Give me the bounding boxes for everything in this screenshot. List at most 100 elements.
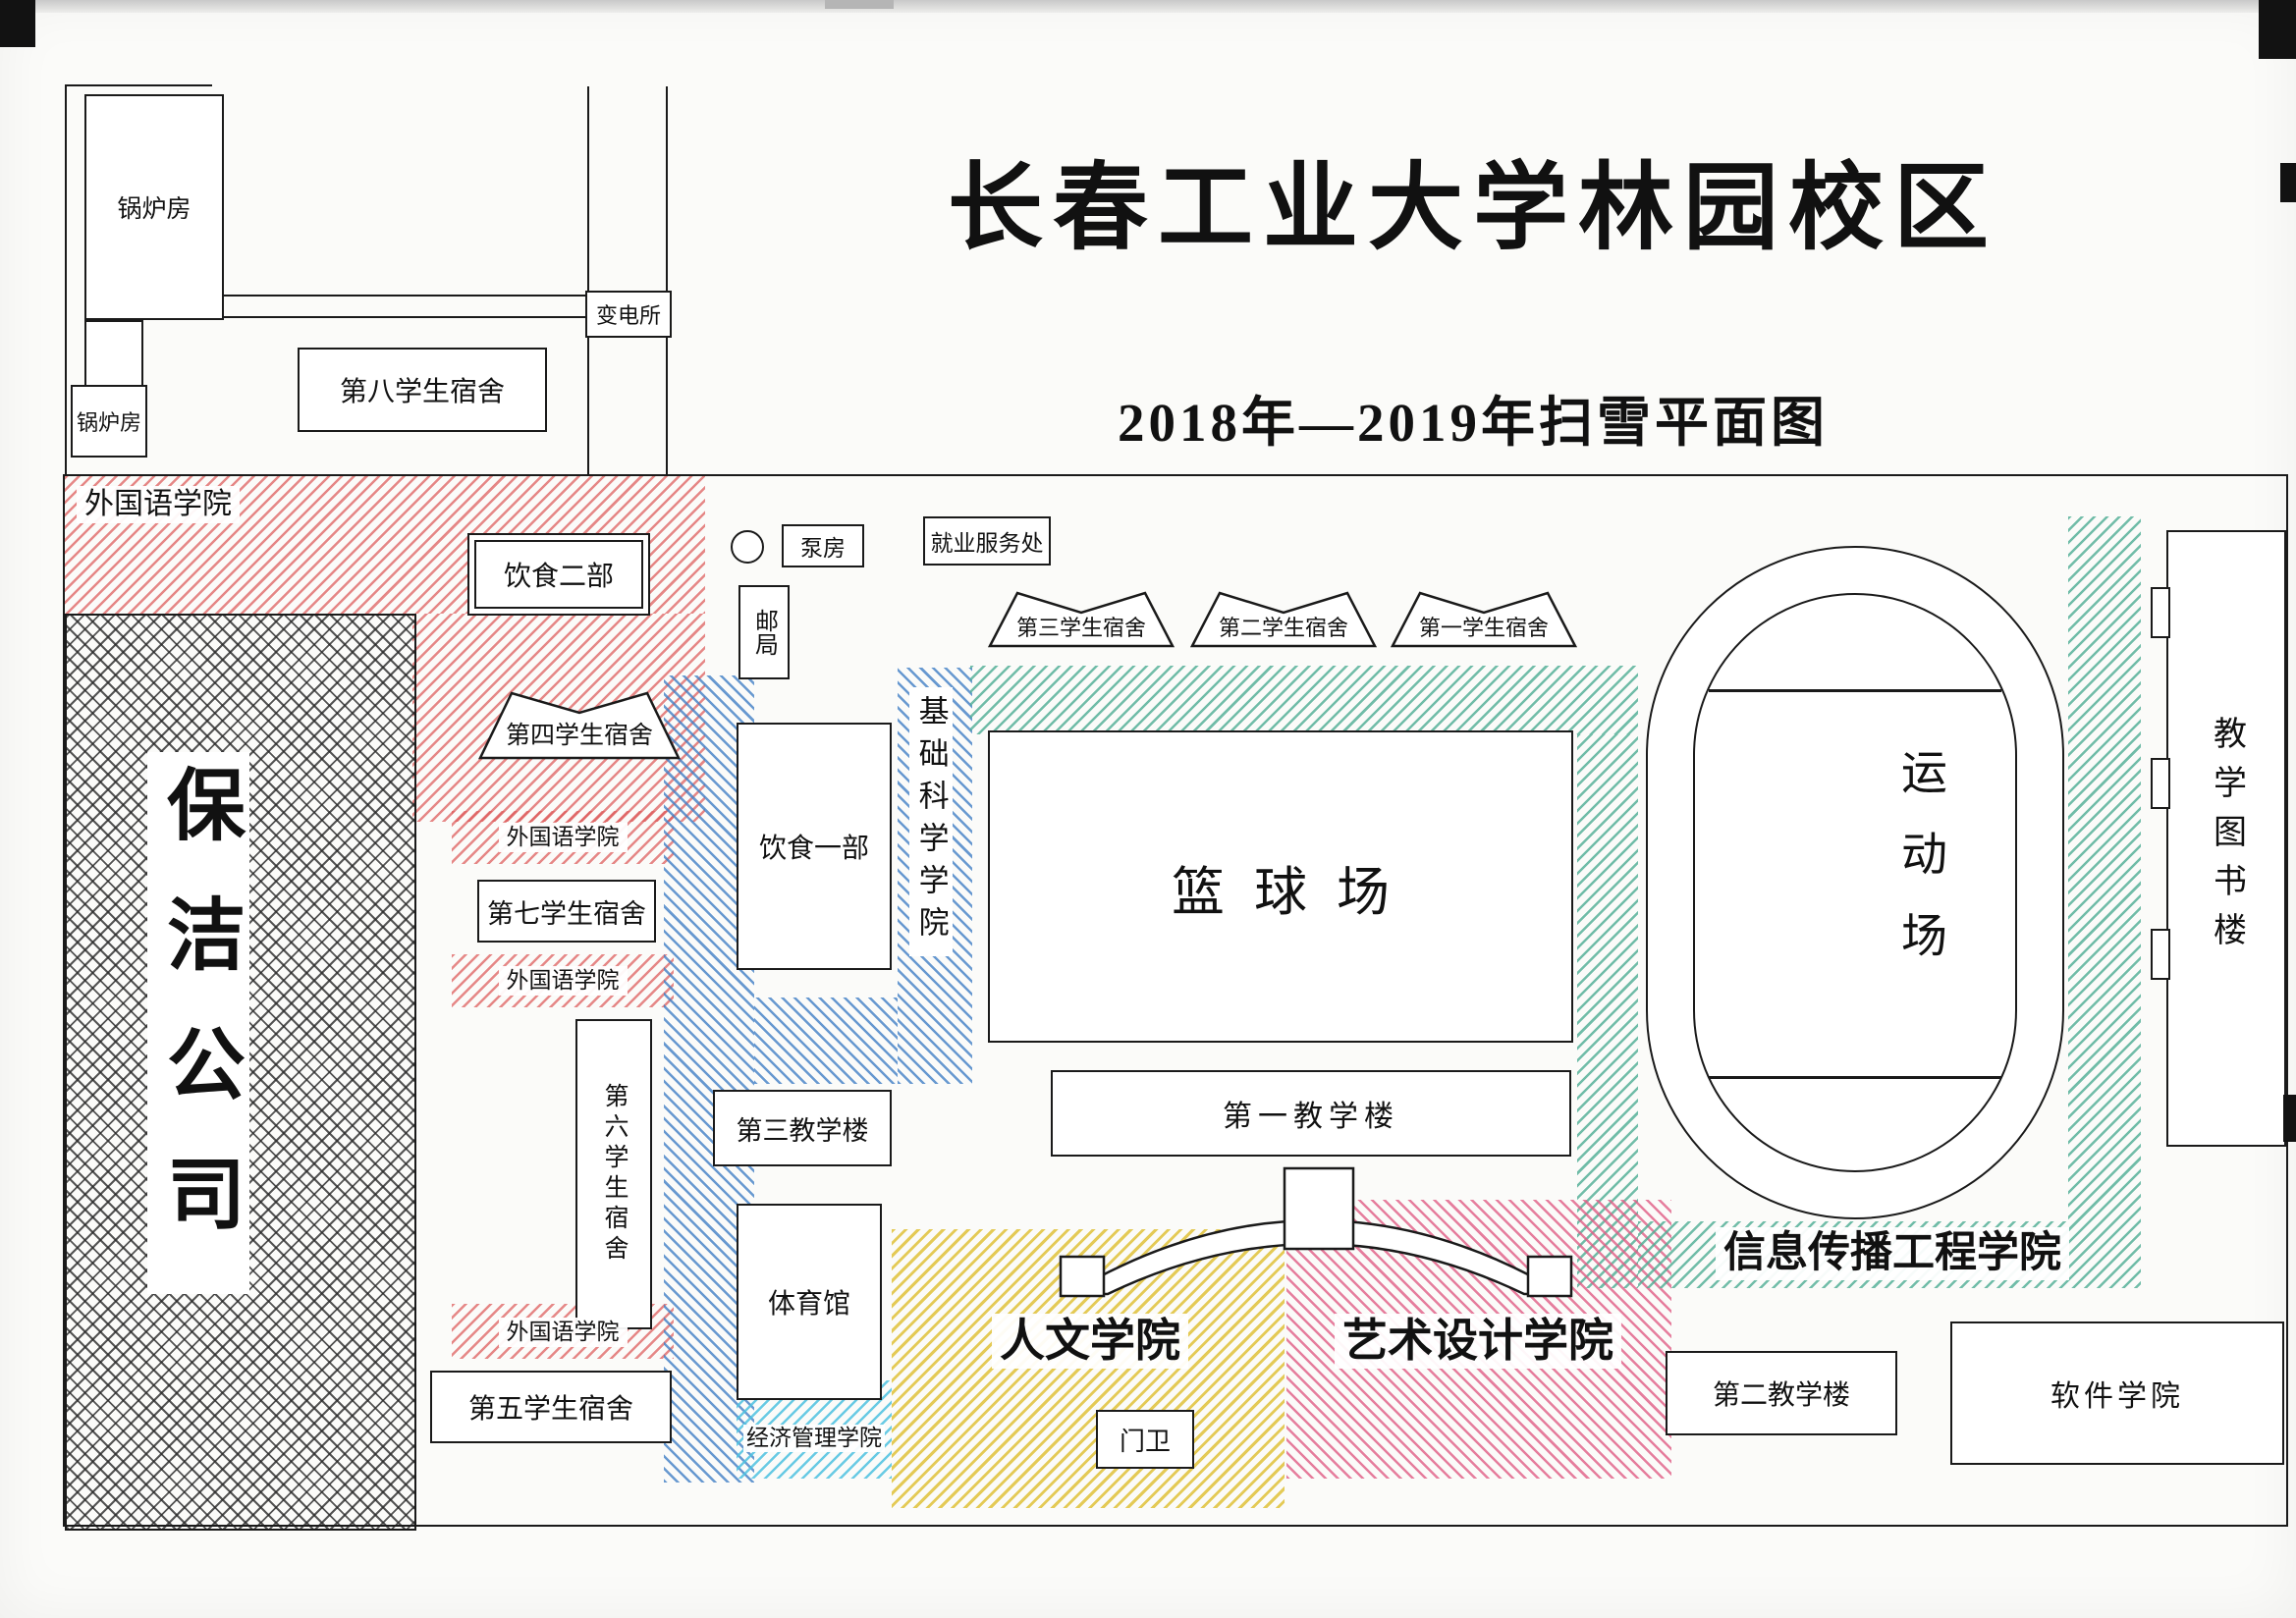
software-institute-label: 软件学院	[2050, 1380, 2184, 1413]
scan-mark-top-left	[0, 0, 35, 47]
boiler-room-1-label: 锅炉房	[117, 196, 191, 223]
building-boiler-room-1: 锅炉房	[84, 94, 224, 320]
building-basketball-court: 篮球场	[988, 730, 1573, 1043]
dorm-3-text: 第三学生宿舍	[1015, 616, 1146, 641]
cleaning-company-text: 保洁公司	[155, 764, 242, 1282]
art-design-text: 艺术设计学院	[1335, 1313, 1621, 1370]
area-info-comm-top	[970, 666, 1638, 734]
humanities-text: 人文学院	[992, 1313, 1188, 1370]
sports-field-line-top	[1709, 689, 2001, 692]
map-title-text: 长春工业大学林园校区	[948, 156, 1998, 262]
dining-1-label: 饮食一部	[758, 834, 869, 864]
art-design-label: 艺术设计学院	[1306, 1312, 1650, 1371]
building-dorm-2: 第二学生宿舍	[1190, 585, 1377, 656]
library-tab-2	[2151, 758, 2170, 809]
library-tab-1	[2151, 587, 2170, 638]
building-dorm-6: 第六学生宿舍	[575, 1019, 652, 1329]
dorm-3-label: 第三学生宿舍	[996, 615, 1167, 642]
building-dorm-3: 第三学生宿舍	[988, 585, 1175, 656]
foreign-languages-label-1: 外国语学院	[462, 821, 664, 854]
dorm-5-label: 第五学生宿舍	[467, 1394, 633, 1425]
scan-mark-right-1	[2280, 163, 2296, 202]
building-dorm-4: 第四学生宿舍	[477, 679, 682, 778]
building-post-office: 邮局	[738, 585, 790, 679]
building-teaching-3: 第三教学楼	[713, 1090, 892, 1166]
scan-smudge-top	[825, 0, 894, 9]
building-gate-guard: 门卫	[1096, 1410, 1194, 1469]
road-line-west	[587, 86, 589, 476]
dorm-4-outline	[478, 691, 681, 760]
basketball-court-label: 篮球场	[1172, 862, 1419, 922]
scan-edge-top	[0, 0, 2296, 13]
gate-guard-label: 门卫	[1119, 1427, 1171, 1456]
building-dorm-5: 第五学生宿舍	[430, 1371, 672, 1443]
foreign-languages-2-text: 外国语学院	[498, 965, 628, 997]
pump-house-label: 泵房	[800, 536, 846, 561]
foreign-languages-label-3: 外国语学院	[462, 1316, 664, 1349]
building-software-institute: 软件学院	[1950, 1321, 2284, 1465]
dorm-2-label: 第二学生宿舍	[1198, 615, 1369, 642]
foreign-languages-main-text: 外国语学院	[77, 485, 240, 524]
teaching-1-label: 第一教学楼	[1223, 1101, 1399, 1133]
area-info-comm-right	[2068, 516, 2141, 1221]
pump-house-symbol	[731, 530, 764, 564]
library-label: 教学图书楼	[2208, 716, 2245, 961]
gymnasium-label: 体育馆	[767, 1289, 850, 1320]
sports-field-text: 运动场	[1893, 748, 1945, 993]
basic-science-label: 基础科学学院	[909, 687, 953, 956]
post-office-label: 邮局	[750, 609, 777, 656]
path-line-upper	[212, 295, 589, 297]
dorm-1-label: 第一学生宿舍	[1398, 615, 1569, 642]
building-teaching-2: 第二教学楼	[1666, 1351, 1897, 1435]
arch-outline	[1059, 1166, 1573, 1298]
dorm-2-outline	[1190, 591, 1377, 648]
area-info-comm-left	[1577, 734, 1638, 1288]
path-line-lower	[212, 316, 589, 318]
library-tab-3	[2151, 929, 2170, 980]
econ-management-text: 经济管理学院	[743, 1424, 885, 1453]
building-dining-1: 饮食一部	[737, 723, 892, 970]
econ-management-label: 经济管理学院	[738, 1422, 890, 1455]
dorm-1-outline	[1391, 591, 1577, 648]
humanities-label: 人文学院	[933, 1312, 1247, 1371]
building-gymnasium: 体育馆	[737, 1204, 882, 1400]
map-title: 长春工业大学林园校区	[815, 145, 2131, 273]
building-employment-office: 就业服务处	[923, 516, 1051, 566]
dorm-1-text: 第一学生宿舍	[1418, 616, 1549, 641]
map-subtitle-text: 2018年—2019年扫雪平面图	[1117, 393, 1829, 454]
dorm-2-text: 第二学生宿舍	[1218, 616, 1348, 641]
foreign-languages-1-text: 外国语学院	[498, 822, 628, 853]
building-teaching-1: 第一教学楼	[1051, 1070, 1571, 1157]
building-boiler-annex	[84, 320, 143, 387]
info-comm-label: 信息传播工程学院	[1662, 1225, 2123, 1282]
area-basic-science-link	[754, 998, 898, 1084]
scan-mark-top-right	[2259, 0, 2296, 59]
dorm-4-label: 第四学生宿舍	[483, 719, 676, 754]
dorm-3-outline	[988, 591, 1175, 648]
building-library: 教学图书楼	[2166, 530, 2286, 1147]
dining-2-label: 饮食二部	[503, 562, 614, 592]
boiler-room-2-label: 锅炉房	[76, 410, 141, 435]
annex-boundary-top	[65, 84, 212, 86]
employment-office-label: 就业服务处	[930, 531, 1044, 556]
foreign-languages-label-2: 外国语学院	[462, 964, 664, 998]
basic-science-text: 基础科学学院	[913, 695, 949, 948]
dorm-4-text: 第四学生宿舍	[505, 722, 653, 749]
building-dorm-8: 第八学生宿舍	[298, 348, 547, 432]
annex-boundary-left	[65, 84, 67, 476]
sports-field-track-outer	[1646, 546, 2064, 1219]
building-dorm-1: 第一学生宿舍	[1391, 585, 1577, 656]
sports-field-label: 运动场	[1887, 738, 1951, 1002]
building-boiler-room-2: 锅炉房	[71, 385, 147, 458]
info-comm-text: 信息传播工程学院	[1716, 1227, 2069, 1280]
dorm-7-label: 第七学生宿舍	[487, 898, 646, 929]
building-substation: 变电所	[585, 291, 672, 338]
dorm-8-label: 第八学生宿舍	[339, 377, 505, 407]
cleaning-company-label: 保洁公司	[147, 752, 249, 1294]
teaching-3-label: 第三教学楼	[736, 1115, 869, 1146]
building-arch-block	[1059, 1162, 1573, 1300]
sports-field-line-bottom	[1709, 1076, 2001, 1079]
road-line-east	[666, 86, 668, 476]
map-subtitle: 2018年—2019年扫雪平面图	[815, 389, 2131, 458]
